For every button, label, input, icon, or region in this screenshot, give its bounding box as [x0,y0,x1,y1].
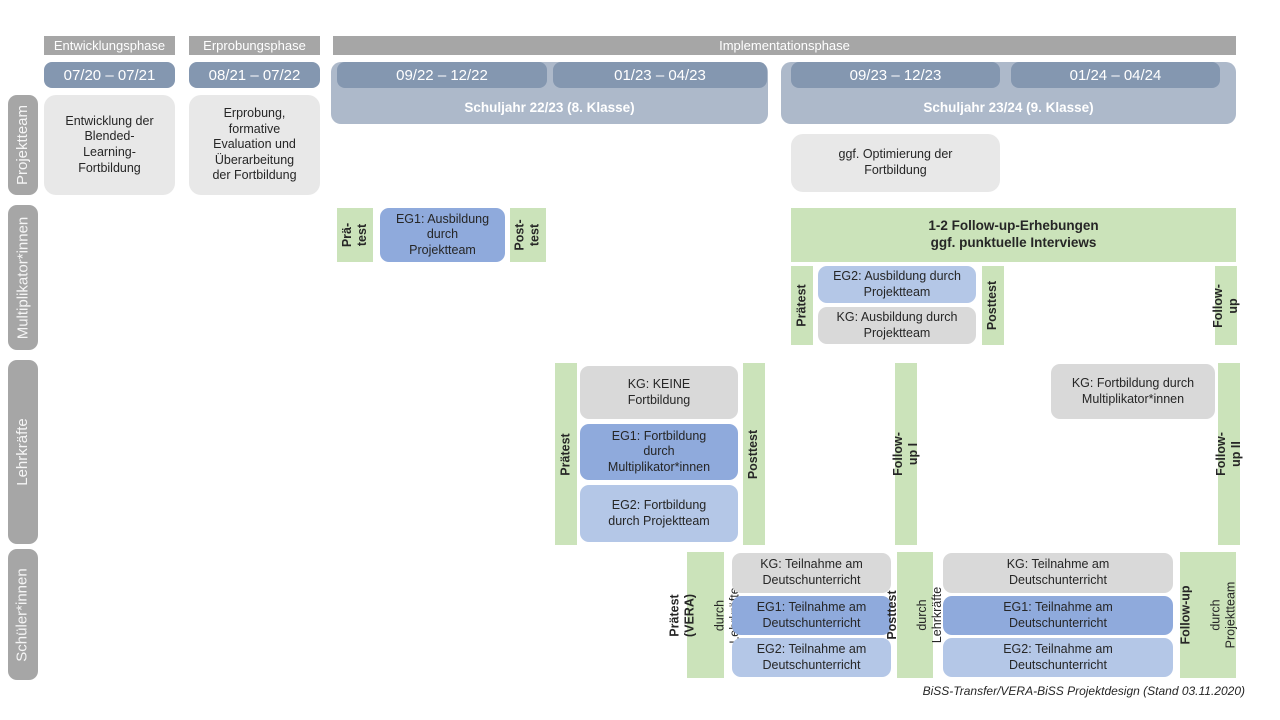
bar-text: Follow-up I [891,432,920,476]
bar-text: Prätest [558,432,573,476]
box-kg-keine-fortbildung: KG: KEINE Fortbildung [580,366,738,419]
phase-header-erprobung: Erprobungsphase [189,36,320,55]
box-eg1-ausbildung-projektteam: EG1: Ausbildung durch Projektteam [380,208,505,262]
bar-praetest-multiplikator-1: Prä- test [337,208,373,262]
box-text: KG: Teilnahme am Deutschunterricht [760,557,863,587]
row-label-text: Schüler*innen [14,567,31,662]
bar-praetest-vera-schueler: Prätest (VERA) durch Lehrkräfte [668,552,742,678]
bar-followup-2-lehrkraefte: Follow-up II [1214,363,1243,545]
box-kg-fortbildung-multiplikatoren: KG: Fortbildung durch Multiplikator*inne… [1051,364,1215,419]
box-text: Entwicklung der Blended- Learning- Fortb… [65,113,154,175]
bar-text: Posttest [746,429,761,479]
phase-header-label: Entwicklungsphase [53,38,166,53]
bar-posttest-schueler: Posttest durch Lehrkräfte [885,552,944,678]
date-range-0922-1222: 09/22 – 12/22 [337,62,547,88]
row-label-lehrkraefte: Lehrkräfte [8,360,38,544]
box-kg-teilnahme-1: KG: Teilnahme am Deutschunterricht [732,553,891,593]
date-range-label: 09/22 – 12/22 [396,66,488,84]
box-eg2-teilnahme-1: EG2: Teilnahme am Deutschunterricht [732,638,891,677]
box-text: EG1: Teilnahme am Deutschunterricht [1003,599,1113,630]
bar-text: Posttest [985,280,1000,331]
date-range-label: 07/20 – 07/21 [63,66,156,84]
row-label-schuelerinnen: Schüler*innen [8,549,38,680]
box-text: Erprobung, formative Evaluation und Über… [212,105,297,183]
bar-posttest-lehrkraefte: Posttest [743,363,765,545]
bar-text: Post- test [513,219,542,251]
bar-followup-schueler: Follow-up durch Projektteam [1178,552,1237,678]
box-text: EG1: Ausbildung durch Projektteam [395,211,490,257]
box-text: KG: KEINE Fortbildung [627,376,691,407]
bar-text: Prä- test [339,222,369,248]
box-kg-ausbildung-projektteam: KG: Ausbildung durch Projektteam [818,307,976,344]
box-eg1-fortbildung-multiplikatoren: EG1: Fortbildung durch Multiplikator*inn… [580,424,738,480]
school-year-label: Schuljahr 23/24 (9. Klasse) [923,100,1094,115]
bar-followup-multiplikator: Follow-up [1211,266,1240,345]
bar-praetest-lehrkraefte: Prätest [555,363,577,545]
bar-text: Prätest [794,284,809,327]
box-text: EG2: Fortbildung durch Projektteam [608,497,710,528]
box-text: ggf. Optimierung der Fortbildung [838,147,953,177]
box-eg2-fortbildung-projektteam: EG2: Fortbildung durch Projektteam [580,485,738,542]
bar-text-main: Prätest (VERA) [668,593,697,637]
box-text: EG1: Teilnahme am Deutschunterricht [756,599,867,630]
date-range-0923-1223: 09/23 – 12/23 [791,62,1000,88]
bar-text-sub: durch Projektteam [1208,581,1238,649]
row-label-projektteam: Projektteam [8,95,38,195]
box-text: EG2: Ausbildung durch Projektteam [833,268,961,299]
box-erprobung-evaluation: Erprobung, formative Evaluation und Über… [189,95,320,195]
date-range-label: 09/23 – 12/23 [849,66,942,84]
school-year-label: Schuljahr 22/23 (8. Klasse) [464,100,635,115]
bar-text-sub: durch Lehrkräfte [915,586,944,644]
row-label-text: Lehrkräfte [14,418,32,486]
row-label-multiplikatorinnen: Multiplikator*innen [8,205,38,350]
date-range-label: 01/24 – 04/24 [1069,66,1162,84]
bar-text-main: Follow-up [1178,585,1193,645]
date-range-label: 08/21 – 07/22 [208,66,301,84]
box-kg-teilnahme-2: KG: Teilnahme am Deutschunterricht [943,553,1173,593]
phase-header-label: Erprobungsphase [203,38,306,53]
bar-posttest-multiplikator-2: Posttest [982,266,1004,345]
footer-caption: BiSS-Transfer/VERA-BiSS Projektdesign (S… [922,684,1245,698]
box-text: KG: Ausbildung durch Projektteam [836,309,958,340]
box-eg1-teilnahme-1: EG1: Teilnahme am Deutschunterricht [732,596,891,635]
bar-followup-1-lehrkraefte: Follow-up I [891,363,920,545]
bar-posttest-multiplikator-1: Post- test [510,208,546,262]
box-text: KG: Teilnahme am Deutschunterricht [1006,557,1110,587]
box-eg2-teilnahme-2: EG2: Teilnahme am Deutschunterricht [943,638,1173,677]
date-range-0123-0423: 01/23 – 04/23 [553,62,767,88]
bar-text: Follow-up [1211,283,1240,328]
box-text: KG: Fortbildung durch Multiplikator*inne… [1071,375,1195,406]
bar-text: Follow-up durch Projektteam [1163,582,1253,649]
bar-praetest-multiplikator-2: Prätest [791,266,813,345]
box-text: EG1: Fortbildung durch Multiplikator*inn… [607,428,711,474]
box-eg1-teilnahme-2: EG1: Teilnahme am Deutschunterricht [943,596,1173,635]
box-entwicklung-fortbildung: Entwicklung der Blended- Learning- Fortb… [44,95,175,195]
date-range-label: 01/23 – 04/23 [614,66,706,84]
box-text: EG2: Teilnahme am Deutschunterricht [756,641,867,672]
row-label-text: Projektteam [14,104,32,186]
box-text: EG2: Teilnahme am Deutschunterricht [1003,641,1113,672]
box-optimierung-fortbildung: ggf. Optimierung der Fortbildung [791,134,1000,192]
row-label-text: Multiplikator*innen [14,216,32,339]
phase-header-entwicklung: Entwicklungsphase [44,36,175,55]
date-range-0720-0721: 07/20 – 07/21 [44,62,175,88]
box-followup-erhebungen: 1-2 Follow-up-Erhebungen ggf. punktuelle… [791,208,1236,262]
box-eg2-ausbildung-projektteam: EG2: Ausbildung durch Projektteam [818,266,976,303]
date-range-0821-0722: 08/21 – 07/22 [189,62,320,88]
bar-text: Follow-up II [1214,432,1243,476]
bar-text-main: Posttest [885,590,899,640]
box-text: 1-2 Follow-up-Erhebungen ggf. punktuelle… [928,218,1099,250]
date-range-0124-0424: 01/24 – 04/24 [1011,62,1220,88]
phase-header-label: Implementationsphase [719,38,850,53]
phase-header-implementation: Implementationsphase [333,36,1236,55]
